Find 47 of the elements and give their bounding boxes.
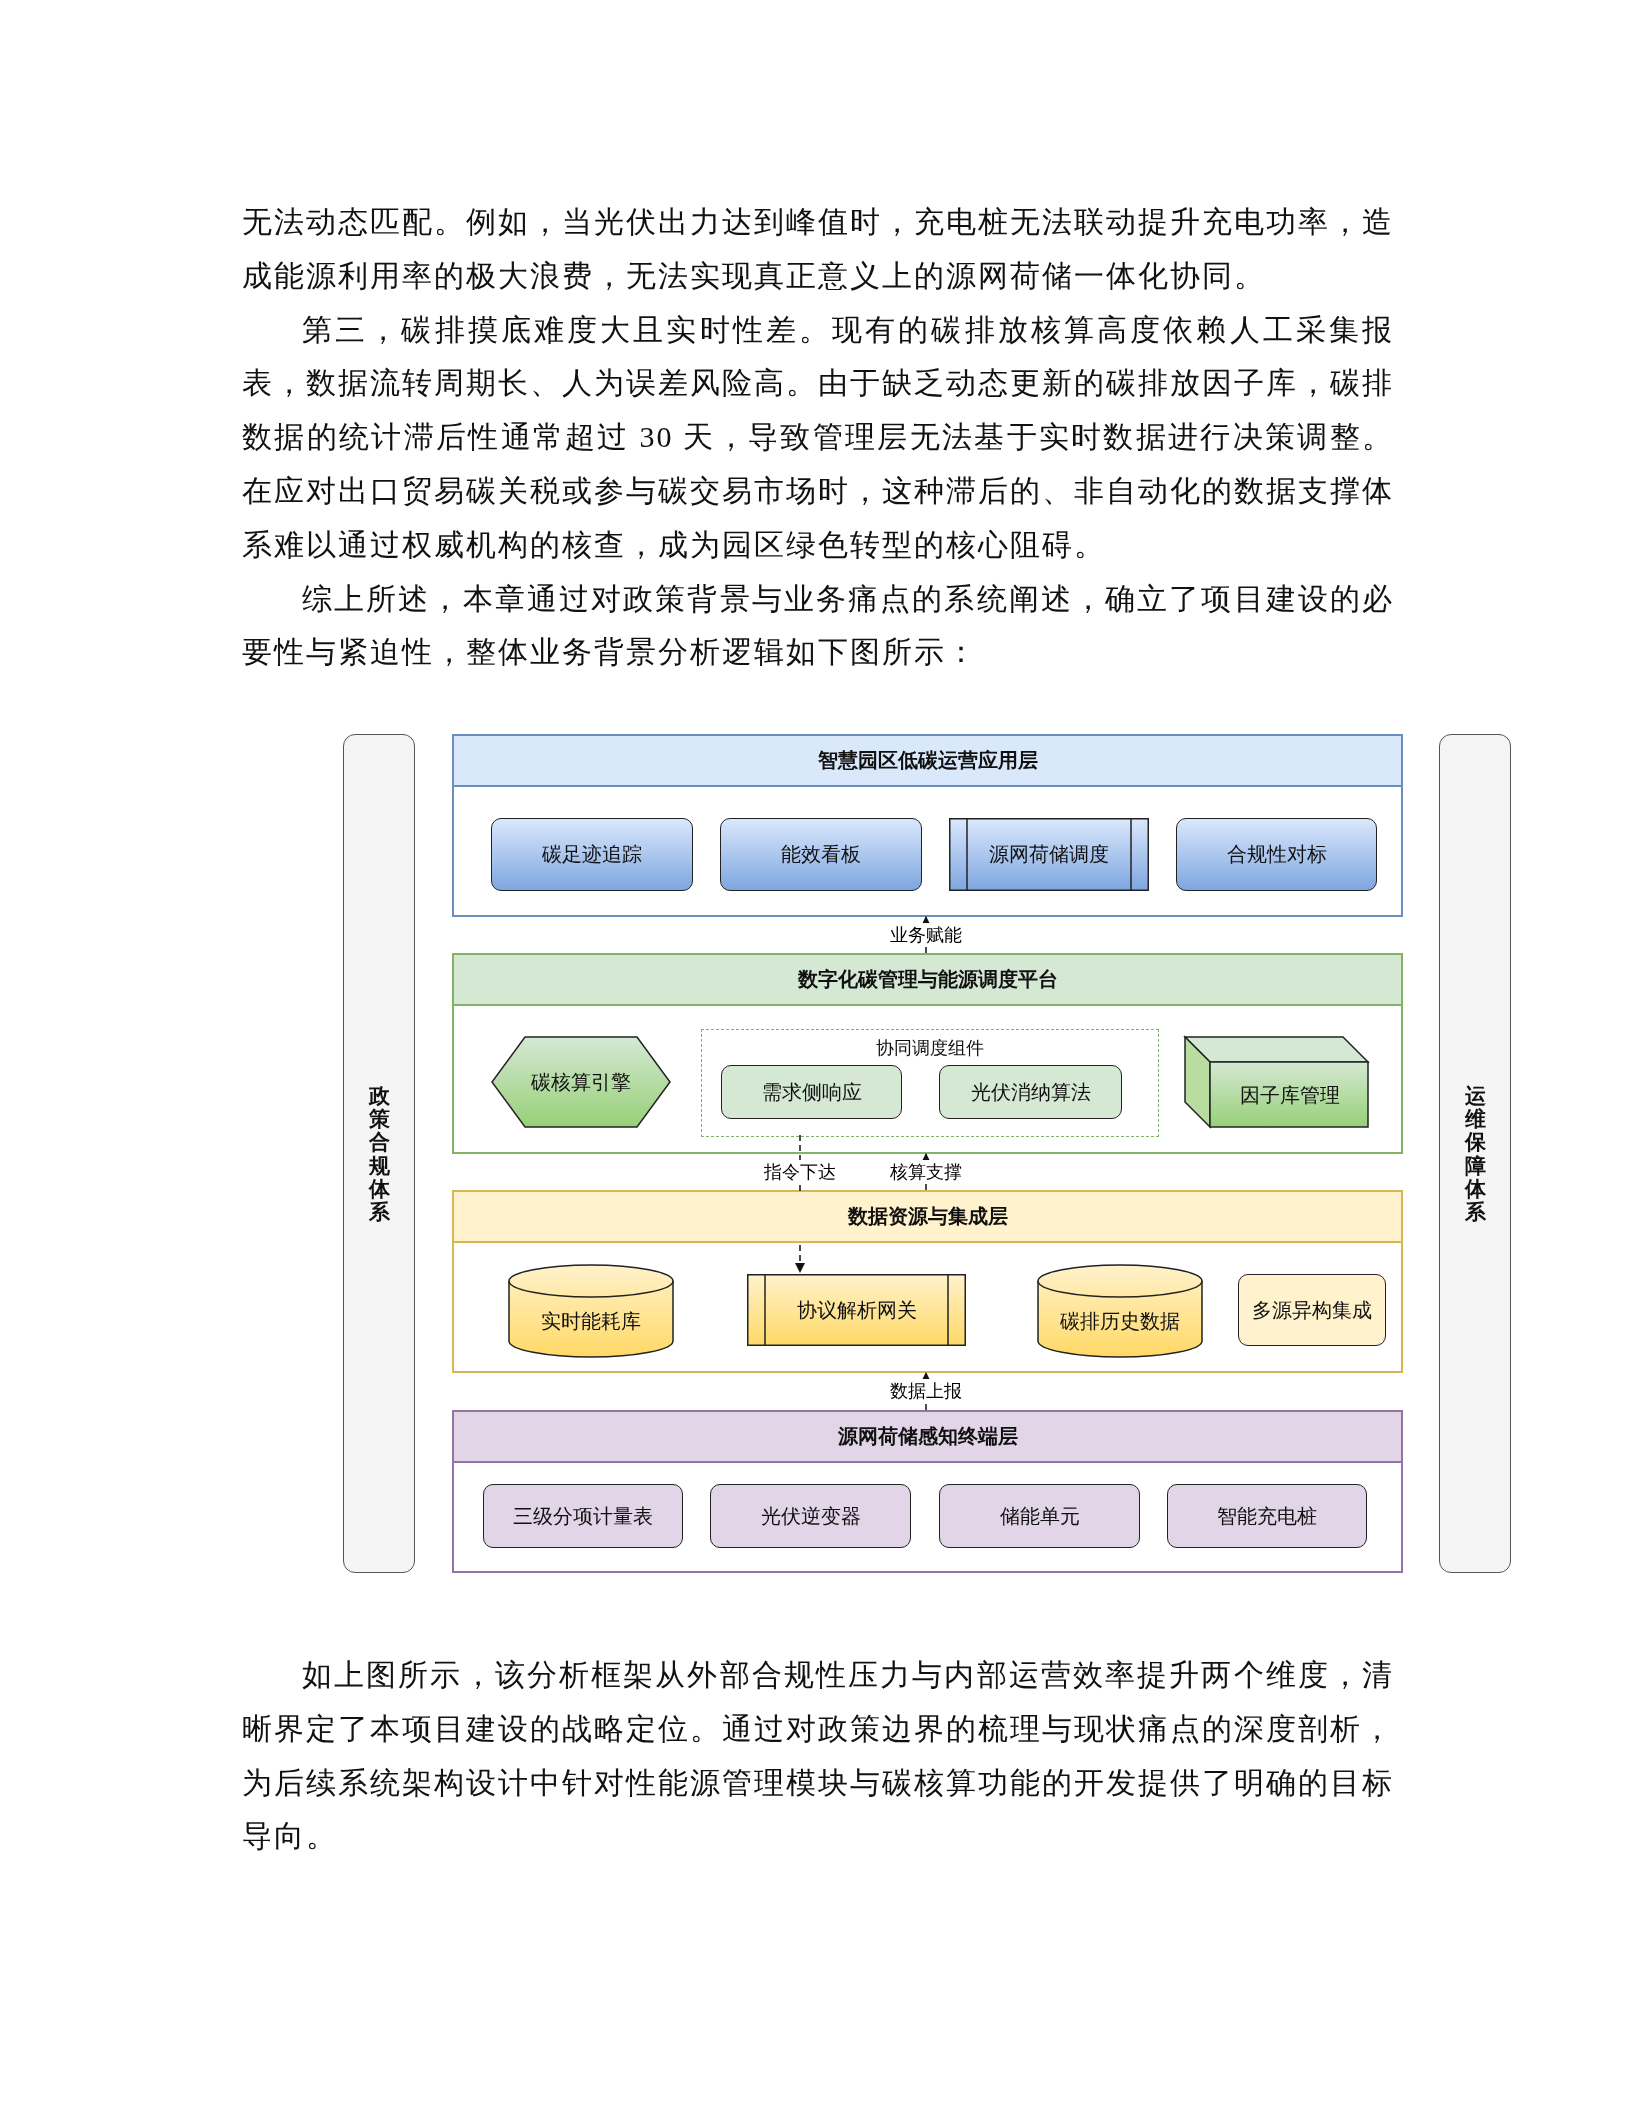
paragraph: 如上图所示，该分析框架从外部合规性压力与内部运营效率提升两个维度，清晰界定了本项目建设的战略定位。通过对政策边界的梳理与现状痛点的深度剖析，为后续系统架构设计中针对性能源管理模块与碳核算功能的开发提供了明确的目标导向。: [242, 1657, 1394, 1855]
node-label: 需求侧响应: [761, 1079, 862, 1105]
node-label: 碳核算引擎: [531, 1069, 631, 1095]
module-box: [1238, 1274, 1386, 1346]
module-box: [939, 1484, 1140, 1548]
module-box: [1167, 1484, 1367, 1548]
node-label: 光伏逆变器: [760, 1503, 861, 1529]
edge-label: 数据上报: [887, 1379, 965, 1403]
layer-panel: [452, 1190, 1403, 1373]
node-label: 合规性对标: [1226, 842, 1327, 867]
layer-title: 数字化碳管理与能源调度平台: [454, 955, 1401, 1006]
layer-title: 智慧园区低碳运营应用层: [454, 736, 1401, 787]
node-label: 源网荷储调度: [989, 842, 1109, 867]
module-box: [939, 1065, 1122, 1119]
dashed-group: [701, 1029, 1159, 1137]
node-label: 三级分项计量表: [513, 1503, 653, 1529]
node-label: 智能充电桩: [1217, 1503, 1317, 1529]
node-label: 光伏消纳算法: [970, 1079, 1091, 1105]
layer-panel: [452, 1410, 1403, 1573]
group-title: 协同调度组件: [876, 1037, 984, 1060]
layer-panel: [452, 953, 1403, 1154]
vertical-label: 运维保障体系: [1464, 1084, 1486, 1223]
module-box: [710, 1484, 911, 1548]
edge-label: 核算支撑: [887, 1160, 965, 1184]
node-label: 因子库管理: [1239, 1082, 1340, 1108]
paragraph: 第三，碳排摸底难度大且实时性差。现有的碳排放核算高度依赖人工采集报表，数据流转周期长、人为误差风险高。由于缺乏动态更新的碳排放因子库，碳排数据的统计滞后性通常超过 30 天，导致管理层无法基于实时数据进行决策调整。在应对出口贸易碳关税或参与碳交易市场时，这种滞后的、非自动化的数据支撑体系难以通过权威机构的核查，成为园区绿色转型的核心阻碍。: [242, 311, 1394, 563]
node-label: 多源异构集成: [1252, 1297, 1372, 1323]
vertical-label: 政策合规体系: [368, 1084, 390, 1223]
side-panel: [1439, 734, 1511, 1573]
side-panel: [343, 734, 415, 1573]
module-box: [720, 818, 922, 891]
node-label: 协议解析网关: [796, 1297, 917, 1323]
edge-label: 业务赋能: [887, 923, 965, 947]
node-label: 储能单元: [999, 1503, 1080, 1529]
module-box: [483, 1484, 683, 1548]
module-box: [491, 818, 693, 891]
node-label: 实时能耗库: [541, 1308, 641, 1334]
node-label: 能效看板: [781, 842, 861, 867]
layer-title: 数据资源与集成层: [454, 1192, 1401, 1243]
layer-panel: [452, 734, 1403, 917]
node-label: 碳足迹追踪: [542, 842, 642, 867]
node-label: 碳排历史数据: [1060, 1308, 1180, 1334]
module-box: [721, 1065, 902, 1119]
layer-title: 源网荷储感知终端层: [454, 1412, 1401, 1463]
module-box: [1176, 818, 1377, 891]
paragraph: 无法动态匹配。例如，当光伏出力达到峰值时，充电桩无法联动提升充电功率，造成能源利用率的极大浪费，无法实现真正意义上的源网荷储一体化协同。: [242, 204, 1394, 294]
paragraph: 综上所述，本章通过对政策背景与业务痛点的系统阐述，确立了项目建设的必要性与紧迫性，整体业务背景分析逻辑如下图所示：: [242, 580, 1394, 671]
